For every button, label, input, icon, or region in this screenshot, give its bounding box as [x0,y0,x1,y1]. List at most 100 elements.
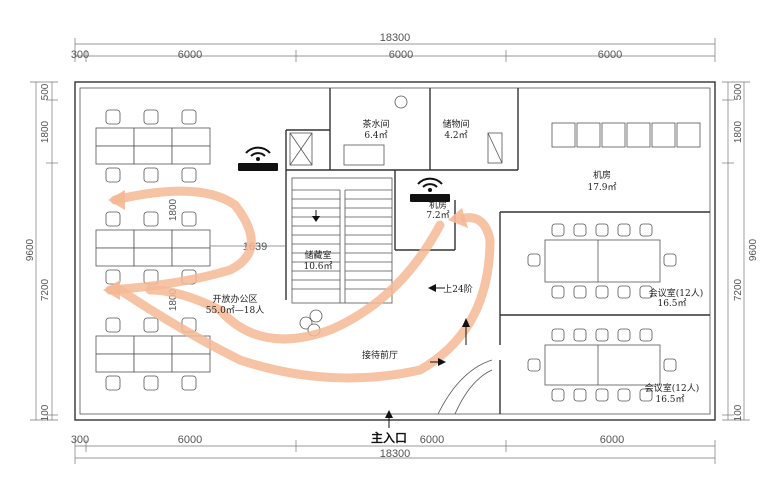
chair [551,388,565,402]
server-rack [651,122,676,148]
open-office-desks [95,109,211,391]
dimension-right: 500 1800 7200 100 9600 [722,81,759,421]
room-name-storage: 储物间 [442,118,469,130]
chair [639,285,653,299]
chair [617,388,631,402]
chair [639,328,653,342]
chair [551,223,565,237]
desk [95,353,135,373]
chair [573,285,587,299]
dim-right-seg: 100 [733,404,744,421]
chair [181,211,197,227]
circulation-flow [103,186,495,383]
dimension-left: 9600 500 1800 7200 100 [25,81,58,421]
desk [133,335,173,355]
chair [105,211,121,227]
desk [95,127,135,147]
meeting-chairs [527,223,677,402]
desk [171,247,211,267]
chair [595,388,609,402]
dim-right-total: 9600 [748,238,759,261]
meeting-table-1 [544,239,661,283]
dimension-top: 18300 300 6000 6000 6000 [71,32,716,62]
dim-top-seg: 6000 [598,49,622,61]
chair [595,328,609,342]
chair [143,109,159,125]
chair [639,388,653,402]
dim-right-seg: 7200 [733,278,744,301]
chair [617,328,631,342]
desk [133,145,173,165]
room-name-meeting2: 会议室(12人) [645,382,699,394]
dim-bottom-seg: 6000 [420,434,444,446]
server-rack [551,122,576,148]
meeting-table-2 [544,344,661,386]
chair [105,167,121,183]
desk [171,229,211,249]
dim-left-seg: 500 [40,83,51,100]
dim-bottom-total: 18300 [380,448,411,460]
chair [181,109,197,125]
chair [573,328,587,342]
wifi-router-icon [410,177,450,202]
wifi-router-icon [238,146,278,171]
chair [595,223,609,237]
dim-top-seg: 300 [71,49,89,61]
server-rack [676,122,701,148]
dim-right-seg: 500 [733,83,744,100]
dim-bottom-seg: 6000 [600,434,624,446]
room-area-small: 7.2㎡ [426,210,449,221]
dim-top-seg: 6000 [178,49,202,61]
direction-arrows [312,210,470,428]
desk [133,127,173,147]
chair [105,317,121,333]
main-entrance-label: 主入口 [371,430,407,445]
desk [171,353,211,373]
chair [551,285,565,299]
room-area-meeting2: 16.5㎡ [655,394,684,405]
chair [143,211,159,227]
chair [663,253,677,267]
desk [95,335,135,355]
desk [95,247,135,267]
chair [527,253,541,267]
dim-left-seg: 100 [40,404,51,421]
room-name-reception: 接待前厅 [362,349,398,361]
dim-inner-v: 1800 [168,288,179,311]
room-name-storeroom: 储藏室 [304,249,331,261]
desk [171,127,211,147]
dim-inner-v: 1800 [168,198,179,221]
chair [143,317,159,333]
dimension-bottom: 300 6000 6000 6000 18300 [71,434,716,464]
room-area-storeroom: 10.6㎡ [303,261,332,272]
room-area-office: 55.0㎡—18人 [206,305,265,316]
desk [133,353,173,373]
chair [181,375,197,391]
desk [95,229,135,249]
inner-walls [285,88,710,414]
chair [143,375,159,391]
chair [105,375,121,391]
desk [133,247,173,267]
chair [595,285,609,299]
dim-right-seg: 1800 [733,120,744,143]
room-name-server: 机房 [593,169,611,181]
chair [617,223,631,237]
desk [95,145,135,165]
server-racks [551,122,701,148]
room-area-meeting1: 16.5㎡ [657,298,686,309]
room-name-small: 机房 [429,199,447,211]
stairs-label: 上24阶 [443,283,472,295]
outer-walls [74,81,716,421]
chair [617,285,631,299]
desk [133,229,173,249]
staircase [292,189,392,303]
room-name-office: 开放办公区 [212,293,257,305]
fixtures [289,95,503,415]
chair [105,269,121,285]
room-name-meeting1: 会议室(12人) [649,287,703,299]
dim-left-seg: 1800 [40,120,51,143]
room-area-storage: 4.2㎡ [444,130,467,141]
dim-bottom-seg: 300 [71,434,89,446]
